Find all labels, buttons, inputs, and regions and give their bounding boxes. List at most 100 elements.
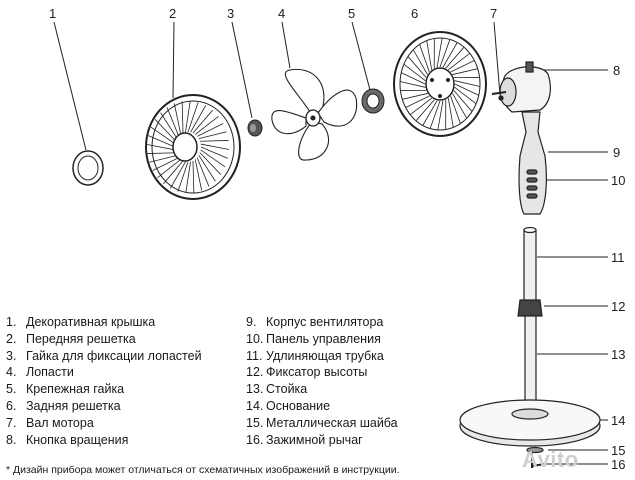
grille-spoke bbox=[445, 46, 465, 69]
parts-legend-right: 9.Корпус вентилятора 10.Панель управлени… bbox=[246, 314, 398, 448]
legend-item: 9.Корпус вентилятора bbox=[246, 315, 384, 329]
grille-spoke bbox=[442, 42, 458, 68]
callout-10: 10 bbox=[611, 173, 625, 188]
legend-item: 10.Панель управления bbox=[246, 331, 381, 346]
grille-spoke bbox=[198, 155, 216, 182]
grille-spoke bbox=[426, 40, 433, 70]
grille-spoke bbox=[196, 157, 210, 187]
grille-spoke bbox=[198, 131, 227, 140]
leader-2 bbox=[172, 21, 175, 99]
grille-spoke bbox=[192, 160, 195, 193]
grille-spoke bbox=[194, 115, 219, 135]
watermark: Avito bbox=[522, 447, 579, 472]
grille-spoke bbox=[177, 161, 189, 192]
grille-spoke bbox=[173, 103, 182, 135]
grille-spoke bbox=[163, 160, 184, 185]
grille-spoke bbox=[454, 80, 481, 87]
grille-spoke bbox=[450, 60, 475, 73]
callout-3: 3 bbox=[227, 6, 234, 21]
washer-and-lever bbox=[526, 446, 546, 468]
grille-spoke bbox=[437, 100, 444, 131]
grille-spoke bbox=[152, 157, 179, 171]
grille-spoke bbox=[190, 105, 207, 133]
callout-4: 4 bbox=[278, 6, 285, 21]
callout-14: 14 bbox=[611, 413, 625, 428]
grille-spoke bbox=[199, 140, 229, 142]
grille-spoke bbox=[405, 95, 430, 108]
grille-spoke bbox=[185, 161, 191, 193]
legend-item: 13.Стойка bbox=[246, 382, 308, 397]
legend-item: 12.Фиксатор высоты bbox=[246, 365, 368, 380]
legend-item: 15.Металлическая шайба bbox=[246, 415, 398, 430]
legend-item: 16.Зажимной рычаг bbox=[246, 432, 363, 447]
grille-spoke bbox=[403, 63, 426, 81]
callout-5: 5 bbox=[348, 6, 355, 21]
grille-spoke bbox=[197, 123, 224, 137]
blade-nut bbox=[247, 119, 263, 137]
callout-7: 7 bbox=[490, 6, 497, 21]
grille-spoke bbox=[429, 100, 441, 129]
grille-spoke bbox=[160, 112, 178, 139]
callout-2: 2 bbox=[169, 6, 176, 21]
grille-spoke bbox=[154, 119, 177, 142]
grille-spoke bbox=[169, 161, 186, 189]
fan-blades bbox=[271, 68, 358, 161]
grille-spoke bbox=[401, 72, 426, 85]
callout-6: 6 bbox=[411, 6, 418, 21]
grille-spoke bbox=[192, 109, 213, 134]
leader-3 bbox=[231, 21, 253, 119]
callout-12: 12 bbox=[611, 299, 625, 314]
grille-spoke bbox=[157, 159, 182, 179]
motor-housing bbox=[491, 61, 551, 113]
grille-spoke bbox=[407, 56, 427, 78]
grille-spoke bbox=[147, 152, 177, 154]
legend-item: 6.Задняя решетка bbox=[6, 398, 121, 413]
callout-13: 13 bbox=[611, 347, 625, 362]
callout-15: 15 bbox=[611, 443, 625, 458]
leader-7 bbox=[493, 21, 501, 96]
grille-spoke bbox=[185, 101, 191, 133]
grille-spoke bbox=[419, 44, 430, 73]
grille-spoke bbox=[200, 143, 230, 150]
grille-spoke bbox=[454, 87, 477, 105]
grille-spoke bbox=[415, 99, 435, 122]
grille-spoke bbox=[450, 95, 461, 124]
grille-spoke bbox=[146, 144, 176, 151]
callout-1: 1 bbox=[49, 6, 56, 21]
legend-item: 2.Передняя решетка bbox=[6, 331, 136, 346]
legend-item: 7.Вал мотора bbox=[6, 415, 94, 430]
decorative-cap bbox=[72, 150, 104, 186]
grille-spoke bbox=[452, 68, 478, 75]
mounting-nut bbox=[361, 88, 385, 114]
grille-spoke bbox=[409, 97, 432, 116]
grille-spoke bbox=[166, 107, 180, 137]
grille-spoke bbox=[187, 102, 199, 133]
control-body bbox=[518, 111, 547, 215]
legend-item: 11.Удлиняющая трубка bbox=[246, 348, 384, 363]
grille-spoke bbox=[200, 146, 228, 159]
front-grille bbox=[145, 94, 241, 200]
grille-spoke bbox=[399, 81, 426, 88]
leader-5 bbox=[351, 21, 371, 91]
leader-4 bbox=[281, 21, 291, 69]
grille-spoke bbox=[194, 159, 203, 191]
grille-spoke bbox=[452, 93, 468, 119]
callout-8: 8 bbox=[613, 63, 620, 78]
fan-base bbox=[459, 399, 601, 447]
callout-9: 9 bbox=[613, 145, 620, 160]
grille-spoke bbox=[148, 135, 176, 148]
callout-11: 11 bbox=[611, 250, 625, 265]
grille-spoke bbox=[412, 49, 428, 75]
grille-spoke bbox=[454, 83, 479, 96]
fan-pole bbox=[517, 226, 543, 413]
grille-spoke bbox=[448, 52, 471, 71]
legend-item: 1.Декоративная крышка bbox=[6, 315, 156, 329]
grille-spoke bbox=[439, 39, 451, 68]
grille-spoke bbox=[453, 90, 473, 112]
grille-spoke bbox=[181, 101, 184, 134]
footnote: * Дизайн прибора может отличаться от схе… bbox=[6, 464, 400, 476]
leader-1 bbox=[53, 21, 87, 151]
grille-spoke bbox=[436, 37, 443, 68]
grille-spoke bbox=[402, 93, 428, 100]
